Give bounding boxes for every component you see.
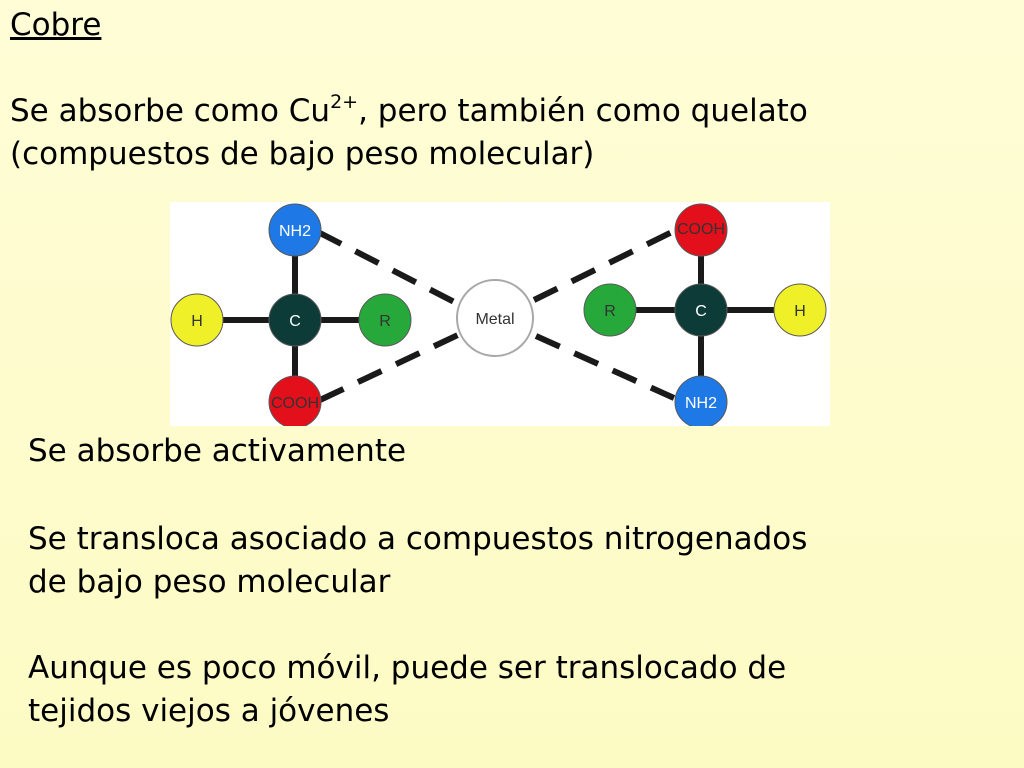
metal-label: Metal [475, 311, 514, 328]
intro-line-1: Se absorbe como Cu2+, pero también como … [10, 90, 808, 133]
point-translocation: Se transloca asociado a compuestos nitro… [28, 518, 807, 604]
point-line: Se absorbe activamente [28, 433, 407, 469]
hydrogen-label: H [191, 313, 203, 330]
slide-title: Cobre [10, 7, 102, 43]
carbon-node [674, 283, 728, 337]
r-group-node [358, 293, 412, 347]
coordination-bond [318, 331, 462, 403]
amine-group-label: NH2 [279, 223, 311, 240]
coordination-bond [532, 227, 678, 303]
intro-line-1-start: Se absorbe como Cu [10, 93, 331, 129]
carbon-label: C [695, 303, 707, 320]
hydrogen-label: H [794, 303, 806, 320]
carboxyl-group-label: COOH [271, 395, 319, 412]
chelate-diagram-svg: NH2 H C R COOH Metal COOH R C H NH2 [170, 203, 827, 426]
amine-group-node [268, 203, 322, 257]
point-active-absorption: Se absorbe activamente [28, 430, 406, 473]
metal-node [456, 279, 534, 357]
chelate-diagram: NH2 H C R COOH Metal COOH R C H NH2 [170, 202, 830, 426]
r-group-label: R [604, 303, 616, 320]
r-group-label: R [379, 313, 391, 330]
carboxyl-group-node [674, 203, 728, 257]
point-line: tejidos viejos a jóvenes [28, 693, 390, 729]
carbon-label: C [289, 313, 301, 330]
copper-charge: 2+ [330, 90, 359, 113]
amine-group-label: NH2 [685, 395, 717, 412]
r-group-node [583, 283, 637, 337]
hydrogen-node [170, 293, 224, 347]
coordination-bond [534, 333, 676, 401]
carboxyl-group-label: COOH [677, 221, 725, 238]
intro-text: Se absorbe como Cu2+, pero también como … [10, 90, 808, 176]
point-mobility: Aunque es poco móvil, puede ser transloc… [28, 647, 786, 733]
intro-line-2: (compuestos de bajo peso molecular) [10, 136, 595, 172]
point-line: Aunque es poco móvil, puede ser transloc… [28, 650, 787, 686]
amine-group-node [674, 375, 728, 426]
hydrogen-node [773, 283, 827, 337]
carbon-node [268, 293, 322, 347]
intro-line-1-end: , pero también como quelato [358, 93, 808, 129]
carboxyl-group-node [268, 375, 322, 426]
coordination-bond [316, 229, 464, 309]
point-line: de bajo peso molecular [28, 564, 391, 600]
point-line: Se transloca asociado a compuestos nitro… [28, 521, 808, 557]
